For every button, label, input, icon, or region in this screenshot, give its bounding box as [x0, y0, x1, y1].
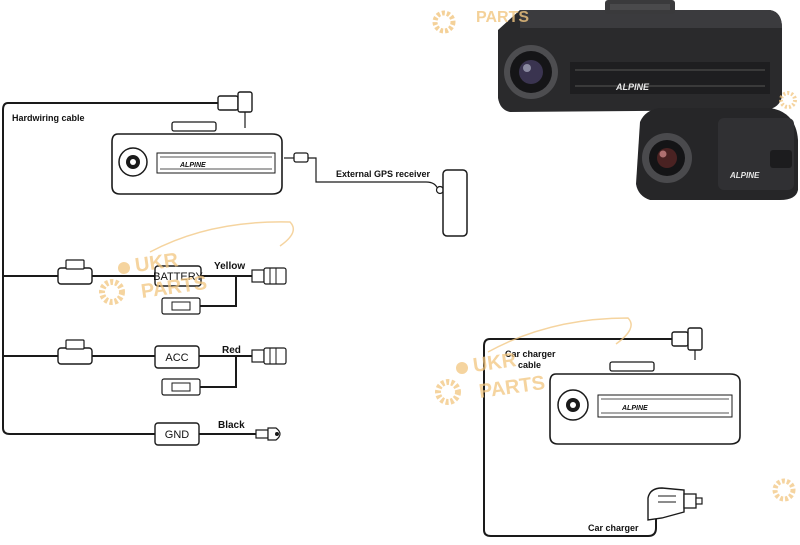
acc-box-label: ACC [165, 352, 188, 364]
product-photo: ALPINE ALPINE [498, 0, 798, 200]
watermark-top: PARTS [432, 9, 529, 34]
front-camera-unit: ALPINE [498, 0, 782, 112]
dashcam-drawing-logo: ALPINE [179, 162, 206, 169]
ring-terminal-icon [255, 427, 281, 441]
yellow-wire-label: Yellow [214, 261, 245, 272]
car-charger-label: Car charger [588, 523, 639, 533]
dashcam-drawing: ALPINE [111, 121, 283, 195]
rear-camera-logo: ALPINE [729, 171, 760, 180]
gps-receiver-icon [442, 169, 468, 237]
gnd-box-label: GND [165, 429, 190, 441]
gps-receiver-label: External GPS receiver [336, 169, 431, 179]
fuse-holder-acc-icon [57, 339, 93, 365]
hardwiring-plug [217, 91, 253, 128]
acc-row: ACC Red [57, 339, 287, 396]
spare-fuse-acc-icon [161, 378, 201, 396]
hardwiring-cable-label: Hardwiring cable [12, 113, 85, 123]
black-wire-label: Black [218, 420, 245, 431]
fuse-holder-battery-icon [57, 259, 93, 285]
watermark-top-text: PARTS [476, 9, 529, 26]
car-charger-cable-label-line1: Car charger [505, 349, 556, 359]
watermark-gears [772, 91, 797, 502]
dashcam-drawing-2-logo: ALPINE [621, 405, 648, 412]
hardwiring-cable-wire [1, 102, 225, 435]
red-wire-label: Red [222, 345, 241, 356]
car-charger-icon [647, 487, 703, 521]
car-charger-cable-label-line2: cable [518, 360, 541, 370]
rear-camera-unit: ALPINE [636, 108, 798, 200]
battery-row: BATTERY Yellow [57, 259, 287, 315]
battery-box-label: BATTERY [153, 271, 203, 283]
car-charger-cable-wire [483, 338, 688, 537]
watermark-right-line2: PARTS [478, 372, 547, 403]
connector-acc-icon [251, 347, 287, 365]
car-charger-plug [671, 327, 703, 360]
front-camera-logo: ALPINE [615, 82, 650, 92]
spare-fuse-battery-icon [161, 297, 201, 315]
watermark-left: UKR PARTS [99, 221, 295, 305]
watermark-right-line1: UKR [472, 349, 519, 377]
dashcam-drawing-2: ALPINE [549, 361, 741, 445]
gnd-row: GND Black [154, 420, 281, 446]
gps-receiver-assembly [284, 152, 468, 237]
connector-battery-icon [251, 267, 287, 285]
